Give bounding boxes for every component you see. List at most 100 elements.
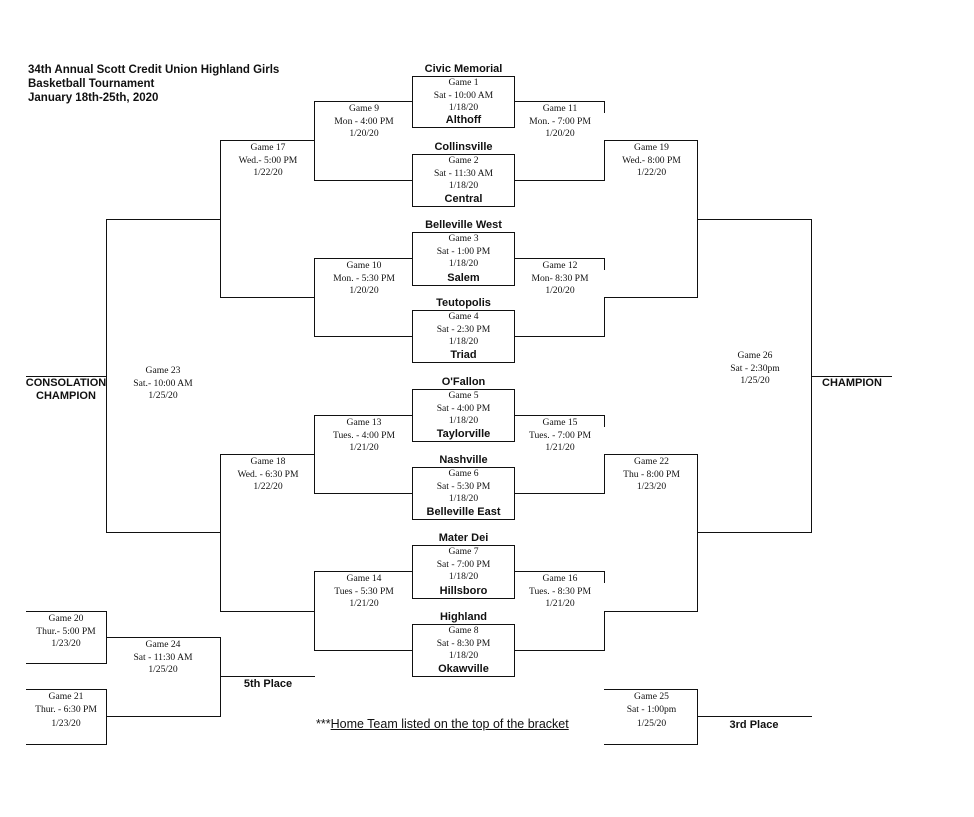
bracket-line — [514, 571, 605, 573]
bracket-line — [604, 297, 698, 299]
bracket-line — [604, 258, 606, 270]
title-line-3: January 18th-25th, 2020 — [28, 92, 159, 104]
bracket-line — [604, 454, 698, 456]
team-name: Hillsboro — [439, 585, 488, 597]
bracket-line — [697, 716, 812, 718]
home-team-note: ***Home Team listed on the top of the br… — [316, 717, 569, 731]
bracket-line — [514, 180, 605, 182]
bracket-line — [26, 376, 107, 378]
bracket-line — [106, 716, 221, 718]
bracket-line — [514, 258, 605, 260]
bracket-line — [412, 441, 515, 443]
bracket-line — [412, 206, 515, 208]
bracket-line — [26, 744, 107, 746]
bracket-line — [697, 532, 812, 534]
bracket-line — [220, 611, 315, 613]
bracket-line — [412, 285, 515, 287]
bracket-line — [314, 258, 413, 260]
bracket-line — [26, 611, 107, 613]
bracket-line — [514, 336, 605, 338]
team-name: Belleville East — [426, 506, 501, 518]
team-name: Belleville West — [425, 219, 502, 231]
bracket-line — [106, 637, 221, 639]
bracket-line — [412, 154, 515, 156]
bracket-line — [314, 180, 413, 182]
bracket-line — [314, 650, 413, 652]
bracket-line — [514, 415, 605, 417]
champion-label: CHAMPION — [822, 377, 882, 389]
bracket-line — [26, 663, 107, 665]
bracket-line — [604, 101, 606, 113]
team-name: Civic Memorial — [424, 63, 503, 75]
bracket-line — [604, 455, 606, 494]
bracket-line — [220, 454, 315, 456]
bracket-line — [314, 101, 413, 103]
title-line-1: 34th Annual Scott Credit Union Highland … — [28, 64, 280, 76]
bracket-line — [514, 650, 605, 652]
bracket-line — [604, 141, 606, 181]
bracket-line — [697, 219, 812, 221]
bracket-line — [604, 571, 606, 583]
bracket-line — [604, 611, 606, 651]
title-line-2: Basketball Tournament — [28, 78, 155, 90]
bracket-line — [412, 232, 515, 234]
bracket-line — [412, 389, 515, 391]
bracket-line — [412, 598, 515, 600]
consolation-champion-label: CONSOLATION CHAMPION — [25, 377, 107, 402]
team-name: Nashville — [439, 454, 488, 466]
bracket-line — [811, 376, 892, 378]
bracket-line — [412, 519, 515, 521]
bracket-line — [514, 101, 605, 103]
team-name: Althoff — [445, 114, 482, 126]
bracket-line — [412, 545, 515, 547]
fifth-place-label: 5th Place — [243, 678, 293, 690]
bracket-line — [26, 689, 107, 691]
third-place-label: 3rd Place — [729, 719, 779, 731]
bracket-line — [604, 298, 606, 337]
bracket-line — [412, 362, 515, 364]
tournament-title: 34th Annual Scott Credit Union Highland … — [28, 63, 279, 105]
bracket-line — [514, 493, 605, 495]
bracket-line — [314, 493, 413, 495]
team-name: Collinsville — [434, 141, 493, 153]
bracket-line — [314, 415, 413, 417]
bracket-line — [412, 676, 515, 678]
team-name: Mater Dei — [438, 532, 489, 544]
bracket-line — [314, 571, 413, 573]
bracket-line — [220, 297, 315, 299]
bracket-line — [412, 127, 515, 129]
bracket-line — [412, 467, 515, 469]
bracket-line — [604, 744, 698, 746]
team-name: Central — [444, 193, 483, 205]
bracket-line — [412, 76, 515, 78]
bracket-line — [412, 624, 515, 626]
bracket-line — [604, 140, 698, 142]
bracket-line — [604, 415, 606, 427]
team-name: Taylorville — [436, 428, 491, 440]
bracket-line — [604, 689, 698, 691]
